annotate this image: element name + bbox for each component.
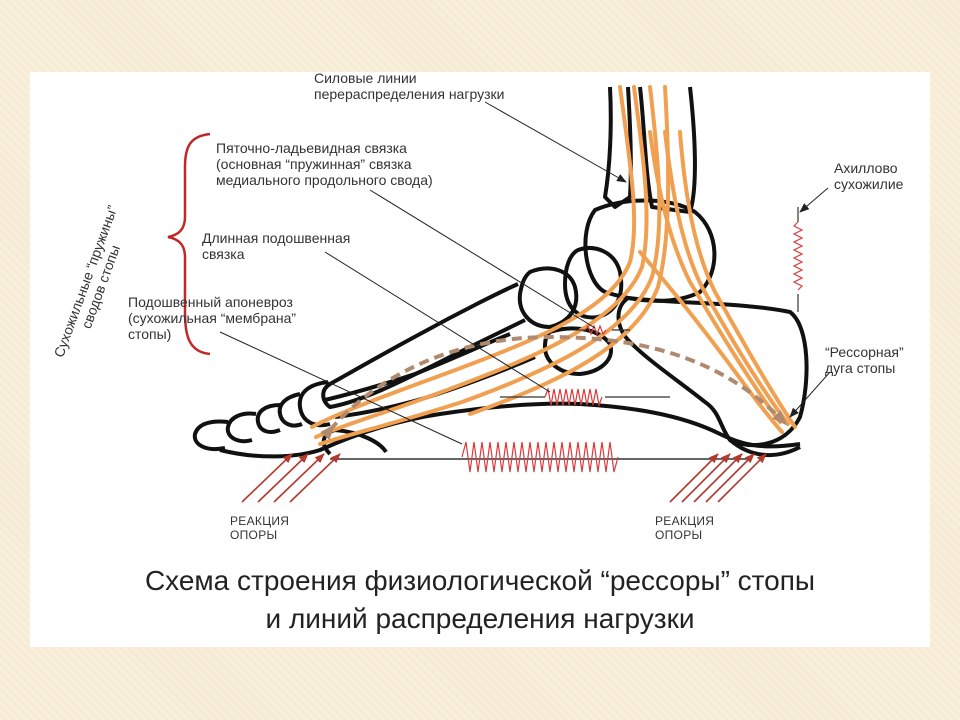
label-reaction-left: РЕАКЦИЯ ОПОРЫ — [230, 514, 290, 542]
reaction-arrows-right — [669, 453, 767, 503]
label-achilles-tendon: Ахиллово сухожилие — [834, 160, 904, 192]
label-reaction-right: РЕАКЦИЯ ОПОРЫ — [655, 514, 715, 542]
label-calcaneonavicular-ligament: Пяточно-ладьевидная связка (основная “пр… — [216, 140, 433, 188]
label-spring-arch: “Рессорная” дуга стопы — [825, 344, 904, 376]
tendon-springs-brace — [167, 132, 211, 356]
tibia-bone — [603, 86, 633, 209]
label-plantar-aponeurosis: Подошвенный апоневроз (сухожильная “мемб… — [128, 294, 297, 342]
reaction-arrows-left — [241, 453, 341, 503]
long-plantar-spring — [544, 386, 603, 408]
ligament-springs — [461, 207, 804, 473]
foot-diagram — [167, 85, 831, 503]
cuboid-bone — [543, 326, 613, 376]
label-force-lines: Силовые линии перераспределения нагрузки — [314, 70, 505, 102]
leader-lines — [219, 101, 831, 445]
label-long-plantar-ligament: Длинная подошвенная связка — [202, 230, 351, 262]
achilles-spring — [792, 221, 804, 291]
spring-arch — [320, 334, 788, 440]
calcaneonavicular-spring — [584, 324, 607, 336]
title-line-1: Схема строения физиологической “рессоры”… — [144, 565, 816, 596]
plantar-aponeurosis-spring — [461, 441, 619, 473]
title-line-2: и линий распределения нагрузки — [265, 603, 695, 634]
cuneiform-bone — [517, 266, 579, 329]
diagram-slide: Силовые линии перераспределения нагрузки… — [30, 70, 930, 647]
